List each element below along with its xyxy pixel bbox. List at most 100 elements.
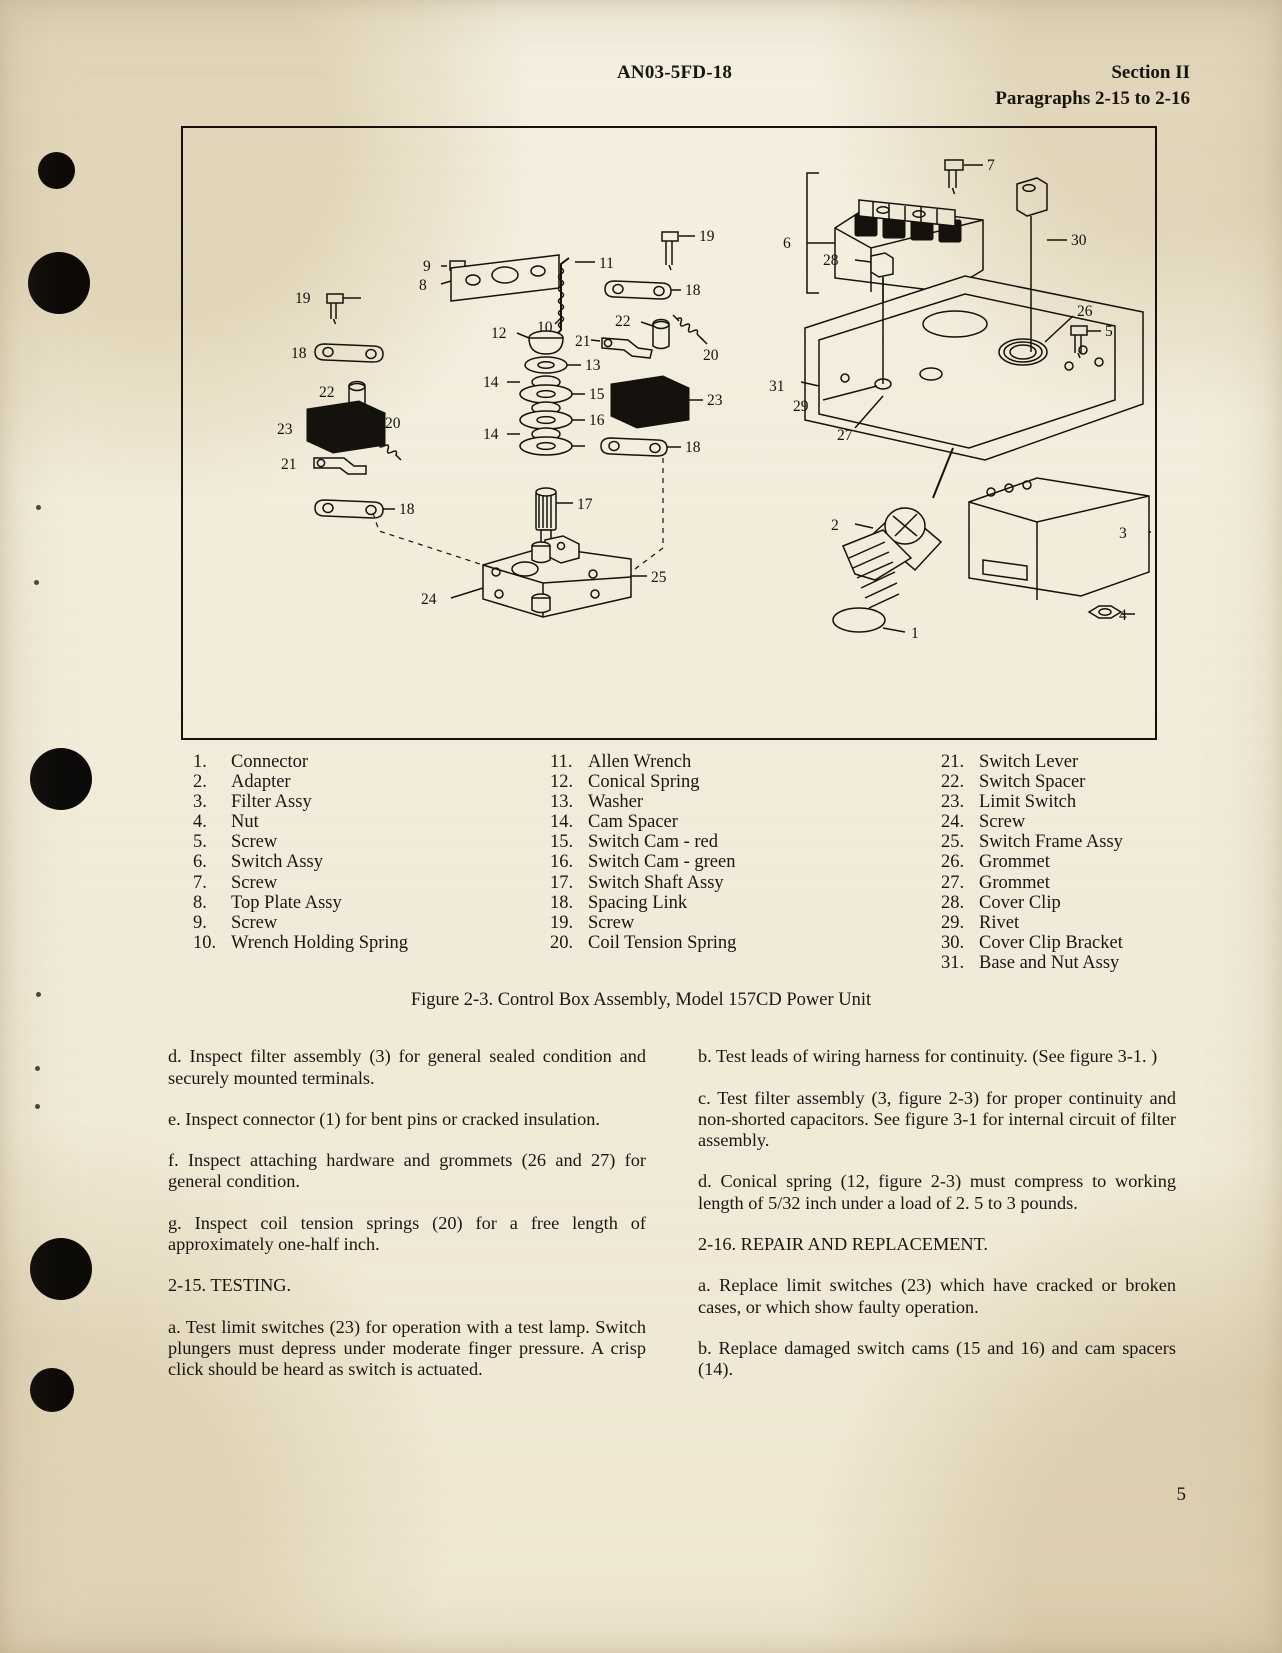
body-column-right: b. Test leads of wiring harness for cont…: [698, 1028, 1176, 1401]
part-24-screw: [450, 587, 484, 599]
callout-21: 21: [281, 456, 297, 473]
part-row: 14.Cam Spacer: [550, 812, 736, 832]
part-17-switch-shaft-assy: [535, 487, 573, 553]
part-number: 23.: [941, 792, 965, 813]
switch-assy-tie-line-lower: [806, 243, 819, 294]
callout-22: 22: [319, 384, 335, 401]
part-name: Switch Spacer: [979, 772, 1086, 793]
callout-27: 27: [837, 427, 853, 444]
para-d-inspect-filter: d. Inspect filter assembly (3) for gener…: [168, 1046, 646, 1088]
part-row: 5.Screw: [193, 832, 408, 852]
part-row: 11.Allen Wrench: [550, 752, 736, 772]
part-number: 29.: [941, 912, 965, 933]
part-number: 9.: [193, 912, 207, 933]
callout-16: 16: [589, 412, 605, 429]
para-c-test-filter: c. Test filter assembly (3, figure 2-3) …: [698, 1087, 1176, 1151]
part-2-adapter: [854, 447, 954, 572]
punch-hole: [38, 152, 75, 189]
part-number: 22.: [941, 772, 965, 793]
callout-31: 31: [769, 378, 785, 395]
paper-speck: [35, 1066, 40, 1071]
para-e-inspect-connector: e. Inspect connector (1) for bent pins o…: [168, 1108, 600, 1129]
parts-column-2: 11.Allen Wrench 12.Conical Spring 13.Was…: [550, 752, 736, 953]
part-1-connector: [832, 529, 913, 633]
punch-hole: [30, 1368, 74, 1412]
paper-speck: [35, 1104, 40, 1109]
part-number: 3.: [193, 792, 207, 813]
callout-29: 29: [793, 398, 809, 415]
callout-18: 18: [685, 282, 701, 299]
part-name: Grommet: [979, 872, 1050, 893]
para-a-test-limit-switches: a. Test limit switches (23) for operatio…: [168, 1316, 646, 1380]
part-row: 21.Switch Lever: [941, 752, 1123, 772]
heading-2-16-repair: 2-16. REPAIR AND REPLACEMENT.: [698, 1234, 988, 1255]
part-row: 25.Switch Frame Assy: [941, 832, 1123, 852]
part-number: 12.: [550, 772, 574, 793]
part-name: Rivet: [979, 912, 1020, 933]
parts-column-3: 21.Switch Lever 22. Switch Spacer 23.Limi…: [941, 752, 1123, 973]
callout-21: 21: [575, 333, 591, 350]
callout-20: 20: [385, 415, 401, 432]
part-name: Screw: [588, 912, 635, 933]
part-number: 8.: [193, 892, 207, 913]
part-20-coil-tension-spring-b: [672, 314, 708, 345]
part-row: 17.Switch Shaft Assy: [550, 873, 736, 893]
part-30-cover-clip-bracket: [1016, 177, 1067, 260]
part-number: 7.: [193, 872, 207, 893]
part-31-base-and-nut-assy: [800, 260, 1144, 461]
part-number: 31.: [941, 952, 965, 973]
part-number: 28.: [941, 892, 965, 913]
part-name: Wrench Holding Spring: [231, 932, 409, 953]
part-23-limit-switch-a: [306, 400, 386, 454]
paper-speck: [36, 505, 41, 510]
part-10-wrench-holding-spring: [554, 267, 565, 329]
part-row: 6.Switch Assy: [193, 852, 408, 872]
part-4-nut: [1087, 605, 1135, 619]
part-name: Switch Cam - green: [588, 852, 736, 873]
part-name: Base and Nut Assy: [979, 952, 1120, 973]
callout-2: 2: [831, 517, 839, 534]
part-row: 8. Top Plate Assy: [193, 893, 408, 913]
part-number: 13.: [550, 792, 574, 813]
part-number: 6.: [193, 852, 207, 873]
part-number: 18.: [550, 892, 574, 913]
part-number: 11.: [550, 752, 573, 772]
heading-2-15-testing: 2-15. TESTING.: [168, 1275, 292, 1296]
part-12-conical-spring: [516, 330, 564, 355]
part-name: Coil Tension Spring: [588, 932, 737, 953]
para-b-test-leads: b. Test leads of wiring harness for cont…: [698, 1046, 1158, 1067]
part-row: 23.Limit Switch: [941, 792, 1123, 812]
section-label: Section II: [1111, 62, 1190, 83]
part-row: 29. Rivet: [941, 913, 1123, 933]
callout-24: 24: [421, 591, 437, 608]
callout-18: 18: [399, 501, 415, 518]
callout-19: 19: [295, 290, 311, 307]
part-row: 18.Spacing Link: [550, 893, 736, 913]
part-row: 22. Switch Spacer: [941, 772, 1123, 792]
figure-caption: Figure 2-3. Control Box Assembly, Model …: [410, 990, 872, 1010]
body-column-left: d. Inspect filter assembly (3) for gener…: [168, 1028, 646, 1401]
part-name: Switch Cam - red: [588, 832, 718, 853]
part-row: 28.Cover Clip: [941, 893, 1123, 913]
body-text: d. Inspect filter assembly (3) for gener…: [168, 1028, 1190, 1448]
part-22-switch-spacer-b: [640, 318, 670, 350]
part-row: 16.Switch Cam - green: [550, 852, 736, 872]
part-name: Connector: [231, 752, 309, 772]
part-20-coil-tension-spring-a: [370, 435, 402, 461]
punch-hole: [28, 252, 90, 314]
part-number: 5.: [193, 832, 207, 853]
part-row: 1.Connector: [193, 752, 408, 772]
document-number: AN03-5FD-18: [617, 62, 733, 83]
callout-13: 13: [585, 357, 601, 374]
part-row: 12.Conical Spring: [550, 772, 736, 792]
part-name: Switch Shaft Assy: [588, 872, 724, 893]
para-b-replace-cams: b. Replace damaged switch cams (15 and 1…: [698, 1337, 1176, 1380]
callout-7: 7: [987, 157, 995, 174]
part-18-spacing-link-b: [314, 499, 395, 519]
part-8-top-plate-assy: [440, 254, 560, 302]
parts-list: 1.Connector 2.Adapter 3.Filter Assy 4.Nu…: [181, 752, 1171, 974]
part-18-spacing-link-a: [314, 343, 384, 363]
part-18-spacing-link-c: [604, 280, 681, 300]
part-name: Top Plate Assy: [231, 892, 342, 913]
